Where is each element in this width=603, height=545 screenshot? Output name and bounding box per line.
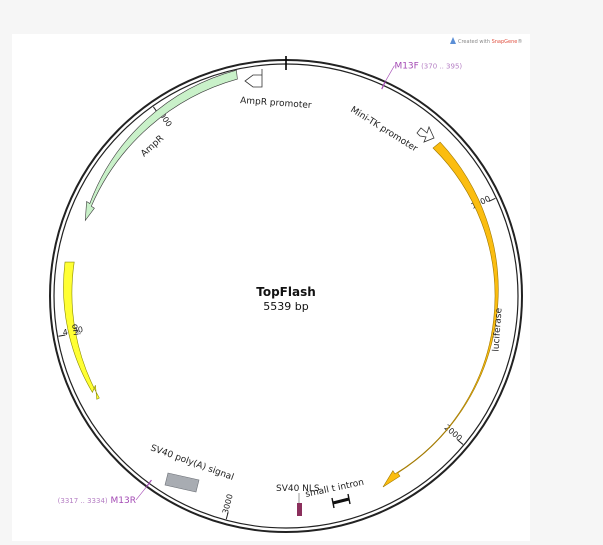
small-t-intron-feature[interactable] [331,493,351,509]
svg-text:Created with SnapGene®: Created with SnapGene® [458,38,522,45]
tick-mark [488,197,496,202]
brand-suffix: ® [517,38,522,45]
ori-label: ori [69,323,81,336]
primer-leader [384,65,395,82]
luciferase-label: luciferase [491,307,504,352]
sv40-nls-feature[interactable] [297,503,302,516]
tick-mark [58,334,66,337]
primer-leader [135,486,147,501]
luciferase-feature[interactable] [382,141,499,488]
brand-prefix: Created with [458,39,492,45]
snapgene-brand: Created with SnapGene® [450,37,522,45]
primer-marker[interactable] [381,81,386,90]
primer-label: M13F (370 .. 395) [394,62,462,72]
ori-feature[interactable] [63,261,100,400]
ampr-promoter-label: AmpR promoter [240,96,312,111]
sv40-polya-feature[interactable] [164,472,200,493]
primer-range: (3317 .. 3334) [58,497,108,505]
map-panel [12,34,530,541]
primer-label: (3317 .. 3334) M13R [58,496,136,506]
brand-name: SnapGene [492,39,518,45]
snapgene-logo-icon [450,37,456,44]
sv40-nls-label: SV40 NLS [276,484,320,494]
tick-mark [457,439,464,445]
tick-mark [225,512,229,520]
ampr-feature[interactable] [84,69,238,222]
plasmid-size: 5539 bp [263,300,308,313]
primer-name: M13R [108,496,136,506]
plasmid-backbone [49,56,523,533]
mini-tk-promoter-arrow[interactable] [416,125,435,143]
ampr-promoter-arrow[interactable] [244,69,263,88]
plasmid-name: TopFlash [256,285,316,299]
primer-annotations: M13F (370 .. 395) (3317 .. 3334) M13R [58,62,463,506]
primer-marker[interactable] [146,479,152,487]
primer-name: M13F [394,62,418,72]
primer-range: (370 .. 395) [419,63,463,71]
